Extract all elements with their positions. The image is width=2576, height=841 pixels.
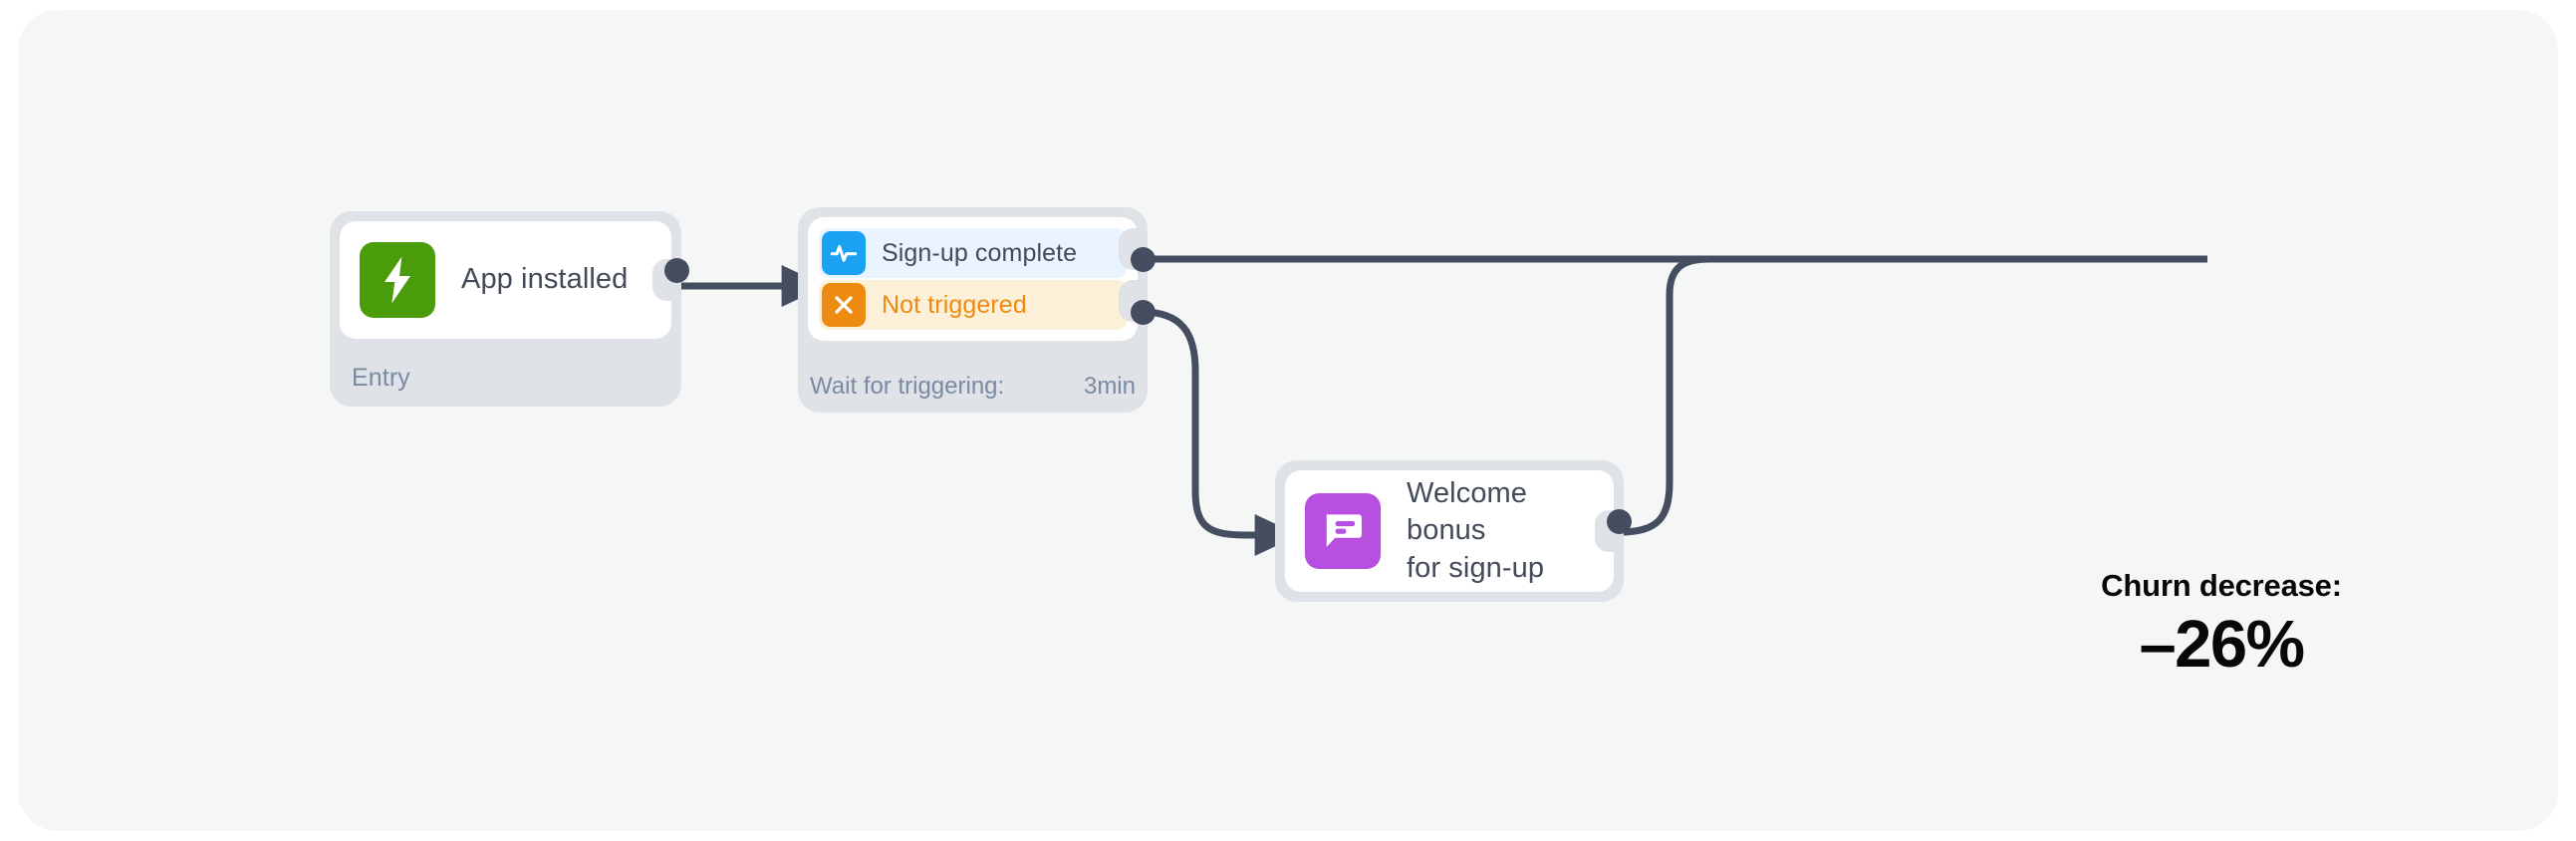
node-card: App installed (340, 221, 672, 339)
metric-block: Churn decrease: –26% (2047, 568, 2396, 680)
node-app-installed[interactable]: App installed Entry (330, 211, 689, 407)
wait-label: Wait for triggering: (810, 373, 1005, 400)
node-welcome-bonus[interactable]: Welcome bonus for sign-up (1275, 460, 1632, 602)
node-wait-for-trigger[interactable]: Sign-up complete Not triggered Wait for … (798, 207, 1156, 413)
node-card: Welcome bonus for sign-up (1285, 470, 1615, 592)
node-footer-entry: Entry (352, 364, 410, 392)
node-title: App installed (461, 263, 629, 296)
output-port-entry[interactable] (664, 258, 689, 283)
message-bubble-icon (1305, 493, 1381, 569)
metric-value: –26% (2139, 607, 2306, 682)
branch-row-signup-complete[interactable]: Sign-up complete (819, 228, 1127, 278)
output-port-signup-complete[interactable] (1131, 247, 1156, 272)
canvas-plate (18, 10, 2558, 831)
node-card: Sign-up complete Not triggered (808, 217, 1139, 341)
node-title-line-2: for sign-up (1407, 551, 1545, 584)
lightning-bolt-icon (360, 242, 435, 318)
output-port-bonus[interactable] (1607, 509, 1632, 534)
metric-label: Churn decrease: (2101, 568, 2342, 603)
branch-label: Not triggered (882, 290, 1027, 319)
close-x-icon (822, 283, 866, 327)
pulse-activity-icon (822, 231, 866, 275)
node-title: Welcome bonus for sign-up (1407, 475, 1614, 586)
wait-value: 3min (1083, 373, 1136, 400)
branch-label: Sign-up complete (882, 238, 1078, 267)
branch-row-not-triggered[interactable]: Not triggered (819, 280, 1127, 330)
node-title-line-1: Welcome bonus (1407, 477, 1528, 547)
node-footer-trigger: Wait for triggering: 3min (810, 373, 1136, 401)
output-port-not-triggered[interactable] (1131, 300, 1156, 325)
